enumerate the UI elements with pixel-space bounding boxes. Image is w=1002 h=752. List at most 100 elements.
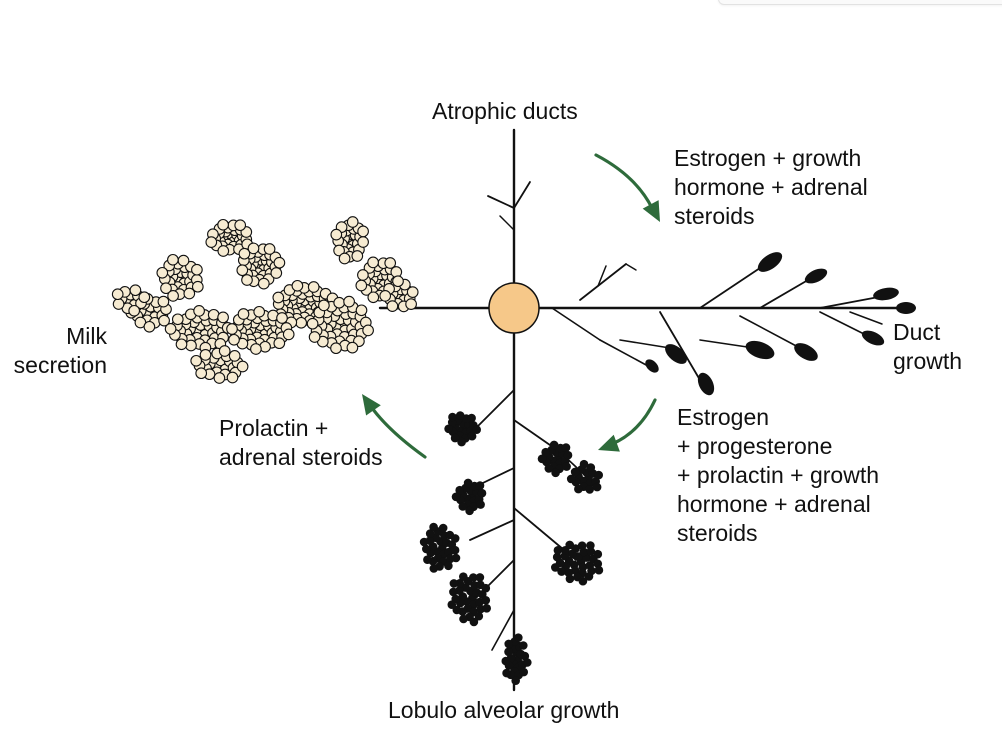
alveolar-lobule bbox=[449, 579, 459, 588]
alveolar-lobule bbox=[447, 600, 457, 609]
duct-line bbox=[491, 609, 515, 651]
alveolar-lobule bbox=[537, 454, 547, 464]
alveolar-lobule bbox=[565, 540, 574, 550]
label-line: Estrogen + growth bbox=[674, 145, 862, 171]
alveolar-lobule bbox=[481, 596, 491, 605]
duct-bud bbox=[665, 344, 687, 364]
duct-line bbox=[579, 263, 627, 301]
alveolar-lobule bbox=[504, 639, 513, 649]
arrow-to-lobulo-alveolar bbox=[610, 398, 657, 446]
alveolar-lobule bbox=[577, 541, 587, 550]
milk-alveolus bbox=[306, 317, 319, 330]
duct-line bbox=[473, 389, 515, 431]
milk-alveolus bbox=[226, 323, 238, 335]
alveolar-lobule bbox=[586, 541, 595, 550]
alveolar-lobule bbox=[422, 544, 431, 554]
alveolar-lobule bbox=[570, 467, 580, 477]
milk-alveolus bbox=[351, 250, 364, 262]
alveolar-lobule bbox=[592, 482, 602, 492]
duct-bud bbox=[804, 268, 828, 284]
milk-alveolus bbox=[237, 308, 250, 320]
alveolar-lobule bbox=[450, 433, 460, 443]
milk-alveolus bbox=[355, 279, 368, 292]
milk-alveolus bbox=[191, 263, 203, 276]
alveolar-lobule bbox=[551, 563, 560, 572]
alveolar-lobule bbox=[514, 633, 523, 642]
milk-alveoli-clusters bbox=[111, 216, 419, 384]
label-line: steroids bbox=[674, 203, 755, 229]
alveolar-lobule bbox=[472, 425, 482, 435]
label-line: Prolactin + bbox=[219, 415, 329, 441]
label-atrophic-ducts: Atrophic ducts bbox=[432, 98, 578, 124]
alveolar-lobule bbox=[562, 462, 571, 471]
milk-alveolus bbox=[406, 286, 419, 298]
alveolar-lobule bbox=[451, 492, 461, 502]
milk-alveolus bbox=[190, 354, 203, 367]
label-line: secretion bbox=[13, 352, 107, 378]
alveolar-lobule bbox=[455, 411, 465, 420]
duct-line bbox=[699, 267, 761, 309]
alveolar-lobule bbox=[429, 522, 438, 532]
duct-bud bbox=[645, 359, 659, 373]
milk-alveolus bbox=[236, 360, 249, 373]
alveolar-lobule bbox=[519, 641, 528, 650]
duct-bud bbox=[794, 343, 818, 361]
alveolar-lobule bbox=[482, 604, 492, 613]
milk-alveolus bbox=[295, 316, 308, 329]
window-tab-edge bbox=[718, 0, 1002, 5]
duct-line bbox=[659, 311, 701, 381]
milk-alveolus bbox=[247, 242, 260, 255]
alveolar-lobule bbox=[465, 506, 474, 516]
duct-buds bbox=[645, 252, 916, 396]
milk-alveolus bbox=[253, 305, 266, 318]
alveolar-lobule bbox=[429, 564, 439, 573]
milk-alveolus bbox=[112, 298, 125, 310]
alveolar-lobule bbox=[459, 572, 468, 581]
milk-alveolus bbox=[167, 253, 179, 266]
alveolar-lobule bbox=[475, 481, 485, 490]
alveolar-lobule bbox=[419, 537, 429, 547]
alveolar-lobule bbox=[469, 617, 479, 627]
milk-alveolus bbox=[217, 218, 229, 231]
alveolar-lobule bbox=[551, 468, 560, 478]
alveolar-lobule bbox=[504, 647, 513, 657]
alveolar-lobule bbox=[511, 676, 520, 685]
alveolar-lobule bbox=[449, 587, 458, 597]
milk-alveolus bbox=[195, 367, 208, 380]
alveolar-lobule bbox=[519, 667, 528, 677]
alveolar-lobule bbox=[469, 573, 478, 582]
alveolar-lobule bbox=[563, 450, 573, 460]
alveolar-lobule bbox=[585, 485, 594, 494]
alveolar-lobule bbox=[455, 485, 465, 495]
milk-alveolus bbox=[273, 337, 286, 350]
milk-alveolus bbox=[384, 257, 397, 269]
milk-alveolus bbox=[158, 314, 170, 327]
milk-alveolus bbox=[357, 225, 369, 238]
milk-alveolus bbox=[330, 228, 343, 241]
milk-alveolus bbox=[241, 274, 253, 286]
alveolar-lobule bbox=[444, 424, 453, 434]
milk-alveolus bbox=[164, 323, 177, 335]
alveolar-lobule bbox=[467, 431, 477, 441]
duct-bud bbox=[861, 330, 885, 346]
lobulo-alveolar-clusters bbox=[419, 411, 604, 685]
milk-alveolus bbox=[128, 304, 141, 317]
label-line: Duct bbox=[893, 319, 941, 345]
milk-alveolus bbox=[362, 324, 374, 337]
milk-alveolus bbox=[143, 320, 156, 333]
arrow-to-milk-secretion-head bbox=[362, 394, 381, 416]
milk-alveolus bbox=[156, 266, 169, 279]
milk-alveolus bbox=[346, 216, 359, 228]
alveolar-lobule bbox=[594, 470, 603, 480]
milk-alveolus bbox=[234, 219, 247, 232]
milk-alveolus bbox=[333, 244, 345, 257]
alveolar-lobule bbox=[457, 437, 466, 447]
alveolar-lobule bbox=[566, 474, 576, 484]
alveolar-lobule bbox=[474, 611, 484, 621]
milk-alveolus bbox=[129, 284, 142, 297]
milk-alveolus bbox=[405, 298, 417, 310]
alveolar-lobule bbox=[502, 668, 511, 678]
alveolar-lobule bbox=[593, 559, 603, 569]
duct-line bbox=[849, 311, 883, 325]
alveolar-lobule bbox=[451, 553, 461, 563]
